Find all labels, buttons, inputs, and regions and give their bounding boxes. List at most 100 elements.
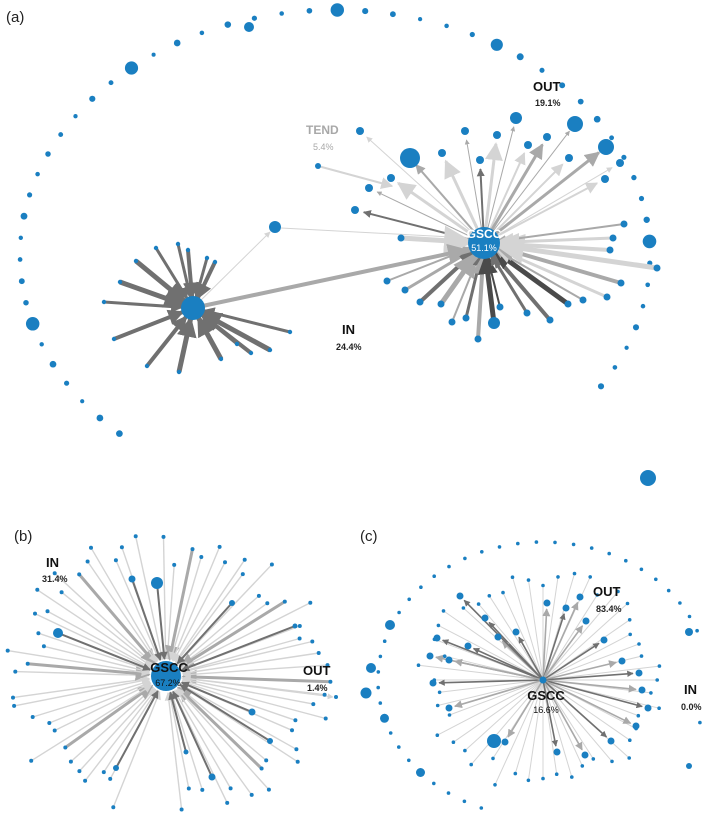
network-edge (542, 679, 613, 762)
in-leaf-node (176, 369, 182, 375)
network-edge (494, 232, 611, 257)
b-leaf-node (240, 572, 245, 577)
c-ring-node (385, 620, 395, 630)
network-edge (12, 675, 151, 699)
network-edge (181, 676, 314, 705)
b-leaf-node (101, 770, 106, 775)
b-leaf-node (228, 786, 233, 791)
b-leaf-node (290, 728, 294, 733)
b-nodes (5, 534, 338, 812)
network-edge (165, 675, 334, 700)
network-edge (176, 316, 197, 373)
network-edge (443, 610, 544, 681)
out-node (601, 175, 609, 183)
c-out-node (581, 751, 589, 759)
in-leaf-node (267, 347, 273, 353)
out-node (524, 141, 532, 149)
isolated-node (80, 399, 85, 404)
network-edge (181, 678, 326, 720)
network-edge (485, 254, 501, 308)
isolated-node (632, 324, 640, 331)
in-node (606, 246, 614, 254)
b-node (229, 600, 235, 606)
c-leaf-node (526, 778, 531, 783)
network-edge (180, 602, 311, 669)
network-edge (483, 152, 526, 244)
network-edge (507, 679, 544, 738)
in-node (401, 286, 409, 294)
network-edge (182, 664, 328, 679)
out-node (565, 154, 573, 162)
network-edge (542, 633, 631, 681)
in-node (523, 309, 531, 317)
isolated-node (645, 282, 651, 288)
network-edge (418, 664, 544, 681)
network-edge (145, 315, 188, 368)
b-gscc-pct: 67.2% (155, 678, 181, 688)
b-leaf-node (217, 544, 222, 549)
isolated-node (490, 38, 503, 51)
network-edge (542, 625, 584, 681)
c-leaf-node (541, 776, 545, 781)
isolated-node (624, 345, 629, 350)
network-edge (437, 679, 544, 736)
c-ring-node (432, 574, 437, 578)
network-edge (168, 556, 202, 661)
network-edge (542, 603, 628, 681)
b-leaf-node (111, 805, 116, 810)
c-ring-node (382, 639, 387, 643)
in-leaf-node (117, 279, 123, 285)
c-leaf-node (657, 664, 662, 668)
b-leaf-node (328, 679, 333, 684)
c-out-node (433, 634, 441, 642)
network-edge (454, 679, 544, 709)
isolated-node (593, 115, 601, 123)
c-out-node (464, 642, 472, 650)
isolated-node (279, 11, 284, 16)
c-leaf-node (628, 632, 632, 637)
network-edge (87, 561, 157, 663)
c-leaf-node (451, 740, 456, 744)
c-leaf-node (526, 578, 531, 582)
c-out-node (445, 704, 453, 712)
isolated-node (25, 317, 40, 331)
network-edge (542, 679, 583, 767)
out-node (543, 133, 551, 141)
c-out-node (632, 722, 640, 730)
panel-c (360, 540, 702, 810)
b-node (113, 765, 119, 771)
c-ring-node (624, 558, 628, 563)
c-ring-node (360, 687, 372, 699)
c-leaf-node (610, 759, 614, 764)
c-out-node (456, 592, 464, 600)
in-node (546, 316, 554, 324)
a-tend-pct: 5.4% (313, 142, 334, 152)
network-edge (54, 682, 152, 732)
isolated-node (58, 132, 64, 138)
isolated-node (559, 82, 566, 89)
c-leaf-node (476, 602, 481, 606)
gscc-node (539, 676, 547, 684)
c-edges (418, 573, 660, 786)
c-ring-node (432, 781, 436, 786)
network-edge (166, 691, 190, 789)
in-node (617, 279, 625, 287)
network-edge (542, 591, 619, 681)
isolated-node (609, 135, 615, 141)
network-edge (179, 684, 271, 742)
network-edge (181, 652, 319, 677)
network-edge (103, 300, 184, 313)
network-edge (172, 690, 213, 778)
b-in-name: IN (46, 555, 59, 570)
c-ring-node (589, 546, 594, 550)
network-edge (482, 143, 544, 244)
c-ring-node (446, 791, 451, 795)
c-leaf-node (435, 703, 440, 708)
out-node (400, 148, 420, 168)
c-leaf-node (461, 606, 466, 610)
isolated-node (89, 95, 96, 102)
network-edge (449, 679, 544, 716)
c-ring-node (695, 628, 699, 633)
panel-b (5, 534, 338, 812)
c-out-node (543, 599, 551, 607)
